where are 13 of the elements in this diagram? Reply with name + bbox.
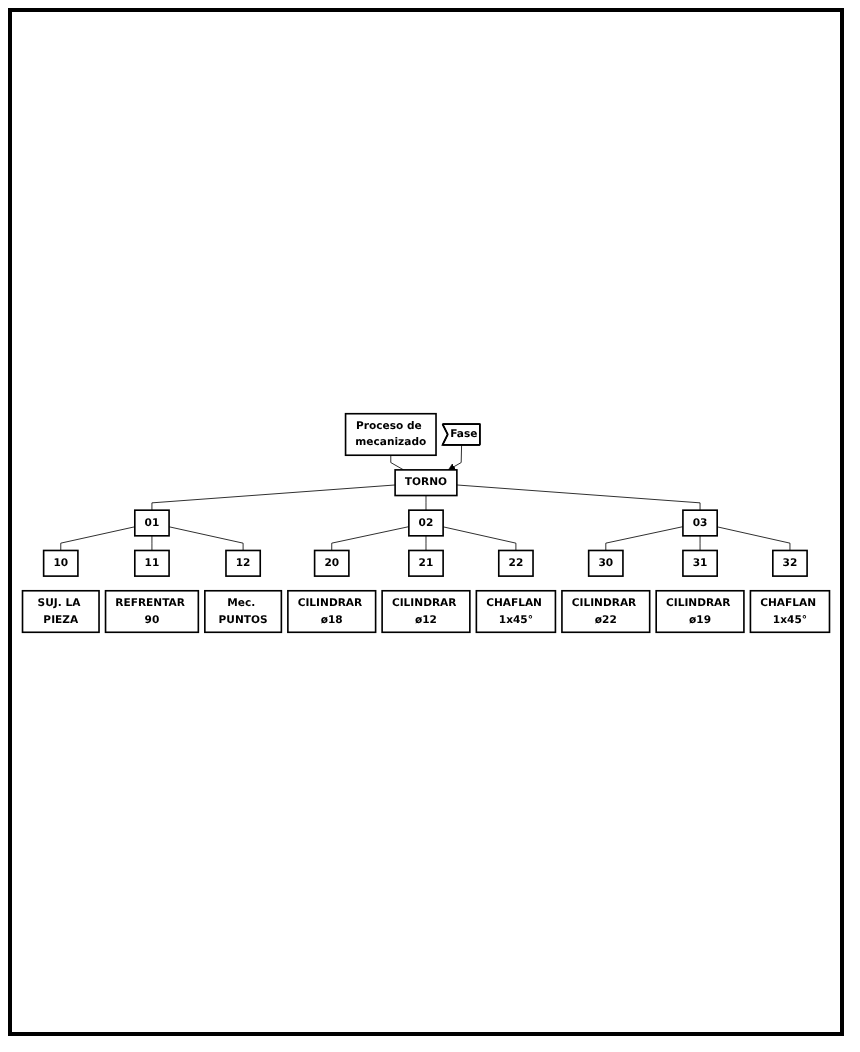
connector: [168, 525, 244, 550]
connector: [60, 525, 136, 550]
connector: [605, 525, 684, 550]
connector: [716, 525, 791, 550]
connector: [425, 534, 427, 550]
connector: [425, 494, 427, 510]
connector: [456, 483, 701, 510]
connector: [151, 534, 153, 550]
connector: [390, 453, 404, 470]
connector: [331, 525, 410, 550]
connector: [442, 525, 517, 550]
connector: [699, 534, 701, 550]
connector: [151, 483, 396, 510]
